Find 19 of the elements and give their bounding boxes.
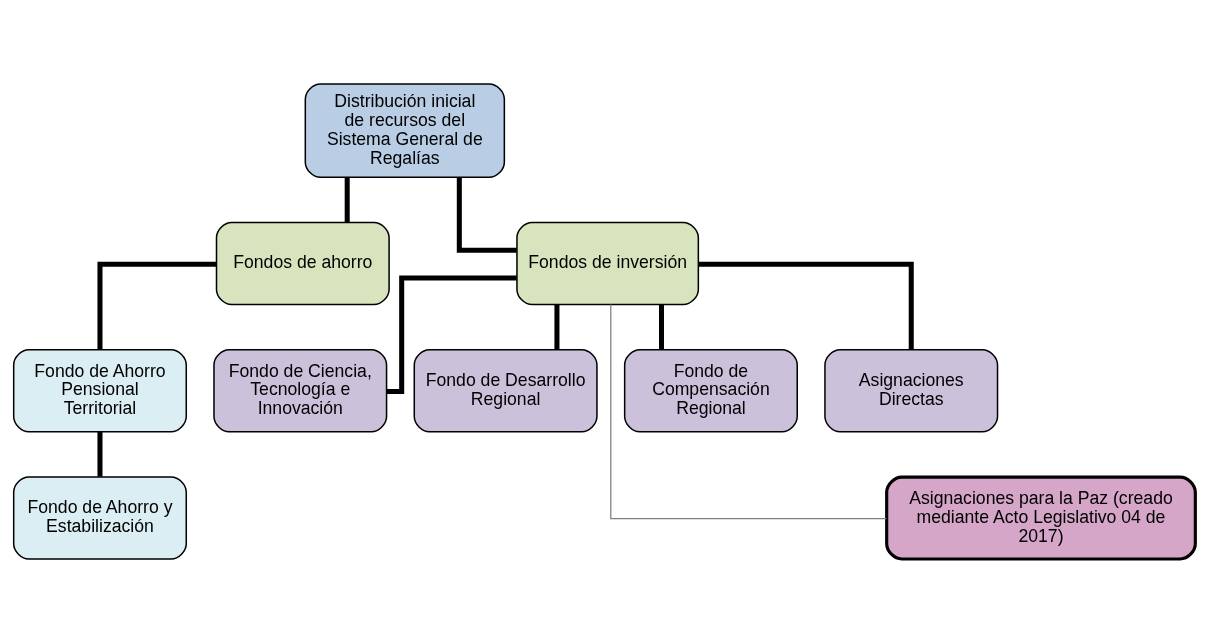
connector <box>456 177 517 253</box>
node-box: Fondo de Ciencia, Tecnología e Innovación <box>213 349 388 433</box>
node-box: Fondo de Ahorro y Estabilización <box>12 476 188 560</box>
connector <box>97 431 103 477</box>
node-box: Fondo de Compensación Regional <box>623 349 798 433</box>
node-box: Fondos de ahorro <box>215 221 390 306</box>
node-box: Asignaciones Directas <box>824 349 999 433</box>
connector <box>698 261 914 350</box>
connector <box>344 177 350 223</box>
connector <box>554 304 560 350</box>
node-box: Fondo de Desarrollo Regional <box>413 349 598 433</box>
connector <box>97 261 217 350</box>
connector <box>386 275 517 394</box>
node-box: Asignaciones para la Paz (creado mediante Acto Legislativo 04 de 2017) <box>885 475 1197 561</box>
connector <box>659 304 664 350</box>
node-box: Distribución inicial de recursos del Sistema General de Regalías <box>304 83 506 178</box>
connector <box>610 303 887 520</box>
node-box: Fondo de Ahorro Pensional Territorial <box>12 349 188 433</box>
node-box: Fondos de inversión <box>516 221 700 306</box>
